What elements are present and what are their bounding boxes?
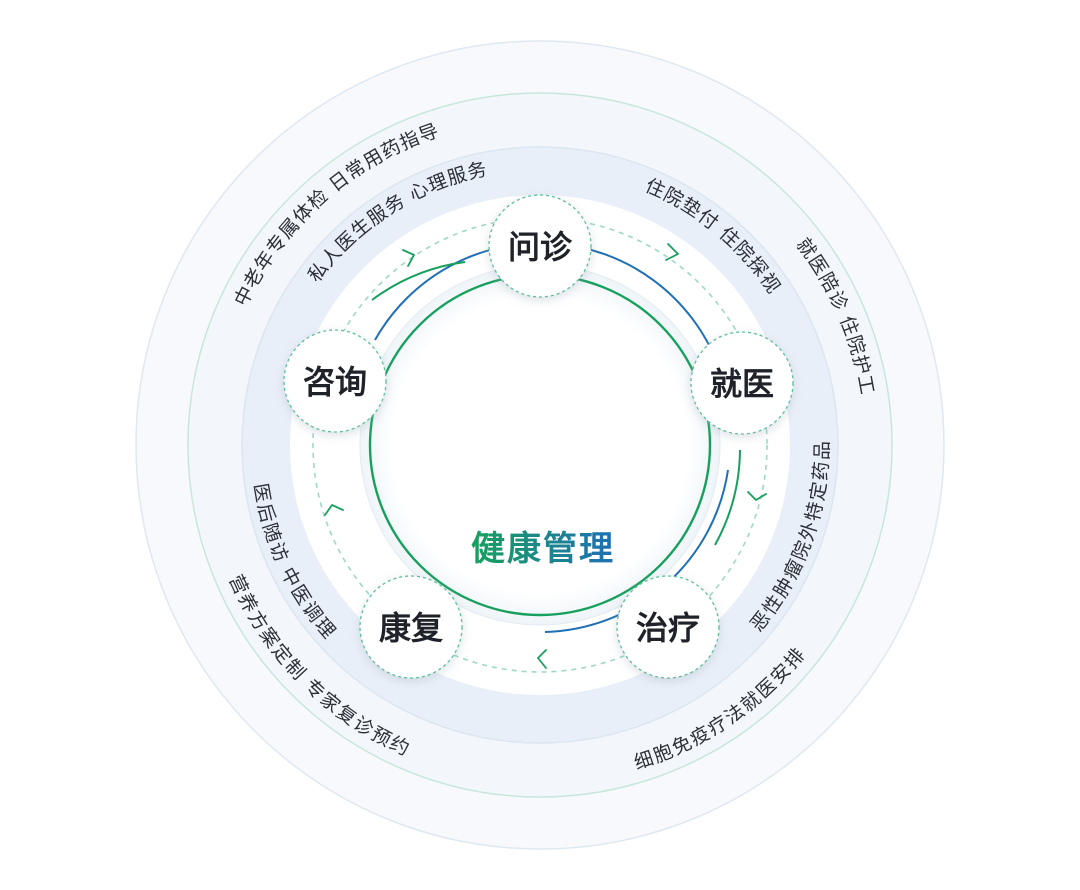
chevron-up-icon — [324, 504, 344, 516]
node-label-jiuyi: 就医 — [710, 365, 774, 403]
green-arc-right — [714, 449, 741, 546]
node-zhiliao[interactable]: 治疗 — [616, 575, 720, 679]
node-zixun[interactable]: 咨询 — [283, 329, 387, 433]
center-title: 健康管理 — [471, 529, 615, 569]
node-circle — [488, 194, 592, 298]
node-circle — [616, 575, 720, 679]
node-wenzhen[interactable]: 问诊 — [488, 194, 592, 298]
green-arc-top — [371, 261, 466, 301]
node-label-kangfu: 康复 — [379, 609, 443, 647]
chevron-right-icon — [665, 243, 679, 261]
node-circle — [690, 331, 794, 435]
node-circle — [359, 575, 463, 679]
node-circle — [283, 329, 387, 433]
node-label-zhiliao: 治疗 — [636, 609, 700, 647]
node-jiuyi[interactable]: 就医 — [690, 331, 794, 435]
dashed-cycle-ring — [312, 217, 768, 673]
node-kangfu[interactable]: 康复 — [359, 575, 463, 679]
chevron-right-icon — [402, 249, 415, 267]
chevron-left-icon — [537, 649, 547, 669]
center-disc — [359, 264, 721, 626]
node-label-wenzhen: 问诊 — [508, 228, 573, 266]
chevron-down-icon — [747, 491, 767, 501]
node-label-zixun: 咨询 — [303, 363, 367, 401]
